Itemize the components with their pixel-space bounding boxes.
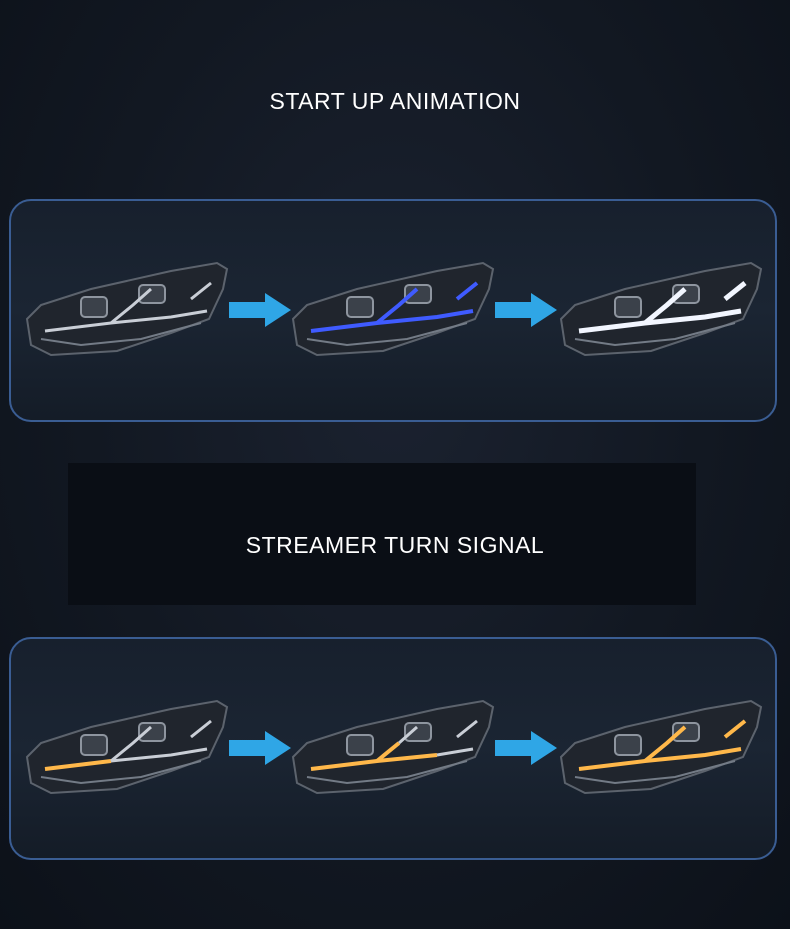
section-title-band (68, 463, 696, 605)
arrow-right-icon (495, 293, 557, 327)
section-title-startup: START UP ANIMATION (269, 88, 521, 114)
headlamp-white-image (559, 261, 763, 357)
headlamp-blue-image (291, 261, 495, 357)
arrow-right-icon (229, 293, 291, 327)
turn-signal-sequence-panel (9, 637, 777, 860)
arrow-right-icon (229, 731, 291, 765)
headlamp-turn-3-image (559, 699, 763, 795)
headlamp-off-image (25, 261, 229, 357)
section-title-turn-signal: STREAMER TURN SIGNAL (245, 532, 545, 558)
startup-sequence-panel (9, 199, 777, 422)
arrow-right-icon (495, 731, 557, 765)
headlamp-turn-1-image (25, 699, 229, 795)
headlamp-turn-2-image (291, 699, 495, 795)
